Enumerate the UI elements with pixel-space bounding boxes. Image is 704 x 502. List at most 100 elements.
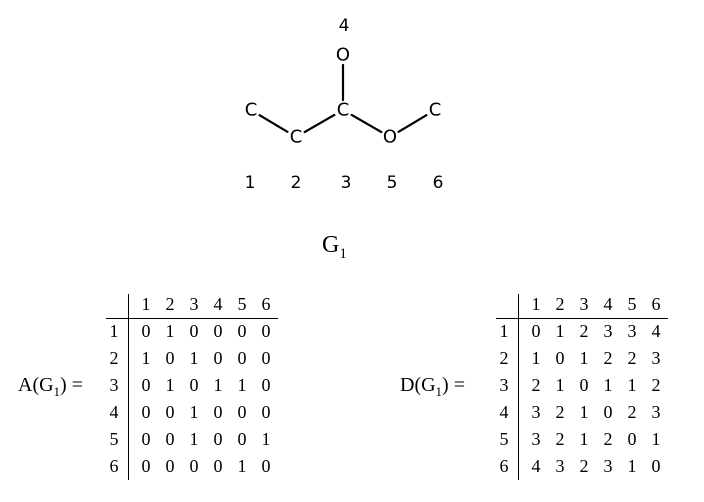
adjacency-cell: 1 (189, 429, 199, 449)
distance-cell: 3 (531, 402, 541, 422)
bond-1-2 (258, 114, 289, 133)
distance-label-end: ) = (442, 374, 465, 396)
adjacency-cell: 0 (141, 375, 151, 395)
distance-row-header: 6 (499, 456, 509, 476)
distance-vertical-rule (518, 294, 519, 480)
adjacency-cell: 1 (237, 375, 247, 395)
distance-cell: 3 (651, 348, 661, 368)
atom-3: C (337, 100, 350, 121)
atom-index-4: 4 (339, 16, 350, 36)
graph-label-sub: 1 (339, 245, 347, 262)
adjacency-cell: 1 (165, 375, 175, 395)
adjacency-cell: 1 (189, 402, 199, 422)
distance-horizontal-rule (496, 318, 668, 319)
distance-cell: 0 (555, 348, 565, 368)
distance-cell: 1 (531, 348, 541, 368)
graph-label-main: G (322, 232, 340, 258)
adjacency-cell: 0 (141, 429, 151, 449)
distance-col-header: 1 (531, 294, 541, 314)
atom-index-5: 5 (387, 173, 398, 193)
adjacency-vertical-rule (128, 294, 129, 480)
adjacency-col-header: 5 (237, 294, 247, 314)
distance-row-header: 5 (499, 429, 509, 449)
adjacency-cell: 0 (261, 348, 271, 368)
adjacency-label-end: ) = (60, 374, 83, 396)
adjacency-cell: 1 (189, 348, 199, 368)
adjacency-cell: 0 (237, 402, 247, 422)
atom-5: O (383, 127, 397, 148)
distance-col-header: 5 (627, 294, 637, 314)
adjacency-col-header: 4 (213, 294, 223, 314)
distance-cell: 2 (627, 348, 637, 368)
adjacency-cell: 1 (261, 429, 271, 449)
adjacency-cell: 0 (165, 456, 175, 476)
adjacency-col-header: 6 (261, 294, 271, 314)
distance-cell: 0 (603, 402, 613, 422)
adjacency-cell: 0 (237, 348, 247, 368)
distance-cell: 3 (627, 321, 637, 341)
distance-cell: 2 (627, 402, 637, 422)
distance-row-header: 1 (499, 321, 509, 341)
distance-row-header: 2 (499, 348, 509, 368)
distance-cell: 1 (627, 456, 637, 476)
distance-row-header: 3 (499, 375, 509, 395)
distance-label: D(G1) = (400, 374, 465, 400)
adjacency-row-header: 6 (109, 456, 119, 476)
distance-cell: 1 (555, 321, 565, 341)
distance-cell: 4 (531, 456, 541, 476)
atom-index-3: 3 (341, 173, 352, 193)
distance-row-header: 4 (499, 402, 509, 422)
adjacency-row-header: 4 (109, 402, 119, 422)
adjacency-cell: 1 (165, 321, 175, 341)
distance-col-header: 4 (603, 294, 613, 314)
distance-cell: 2 (555, 402, 565, 422)
adjacency-cell: 0 (189, 375, 199, 395)
atom-index-2: 2 (291, 173, 302, 193)
adjacency-cell: 0 (141, 456, 151, 476)
adjacency-cell: 0 (141, 402, 151, 422)
adjacency-cell: 0 (261, 402, 271, 422)
adjacency-cell: 0 (165, 402, 175, 422)
adjacency-cell: 0 (213, 456, 223, 476)
atom-index-1: 1 (245, 173, 256, 193)
bond-3-5 (350, 113, 383, 134)
distance-cell: 2 (603, 429, 613, 449)
distance-cell: 2 (579, 321, 589, 341)
adjacency-horizontal-rule (106, 318, 278, 319)
distance-cell: 1 (579, 429, 589, 449)
distance-cell: 4 (651, 321, 661, 341)
adjacency-col-header: 2 (165, 294, 175, 314)
atom-index-6: 6 (433, 173, 444, 193)
adjacency-cell: 1 (141, 348, 151, 368)
distance-cell: 3 (531, 429, 541, 449)
distance-cell: 2 (579, 456, 589, 476)
distance-cell: 1 (603, 375, 613, 395)
bond-2-3 (303, 113, 336, 134)
adjacency-cell: 0 (261, 456, 271, 476)
distance-cell: 2 (531, 375, 541, 395)
distance-cell: 0 (579, 375, 589, 395)
adjacency-cell: 0 (213, 321, 223, 341)
adjacency-label: A(G1) = (18, 374, 83, 400)
distance-cell: 1 (579, 348, 589, 368)
adjacency-cell: 0 (189, 456, 199, 476)
adjacency-row-header: 5 (109, 429, 119, 449)
adjacency-cell: 0 (189, 321, 199, 341)
distance-col-header: 3 (579, 294, 589, 314)
adjacency-row-header: 2 (109, 348, 119, 368)
atom-2: C (290, 127, 303, 148)
adjacency-cell: 0 (213, 429, 223, 449)
distance-col-header: 6 (651, 294, 661, 314)
distance-cell: 3 (555, 456, 565, 476)
distance-cell: 2 (603, 348, 613, 368)
adjacency-cell: 0 (237, 321, 247, 341)
distance-cell: 0 (627, 429, 637, 449)
distance-label-main: D(G (400, 374, 436, 396)
adjacency-label-sub: 1 (53, 384, 61, 399)
adjacency-row-header: 1 (109, 321, 119, 341)
distance-cell: 3 (603, 321, 613, 341)
adjacency-cell: 0 (261, 321, 271, 341)
adjacency-cell: 0 (213, 348, 223, 368)
